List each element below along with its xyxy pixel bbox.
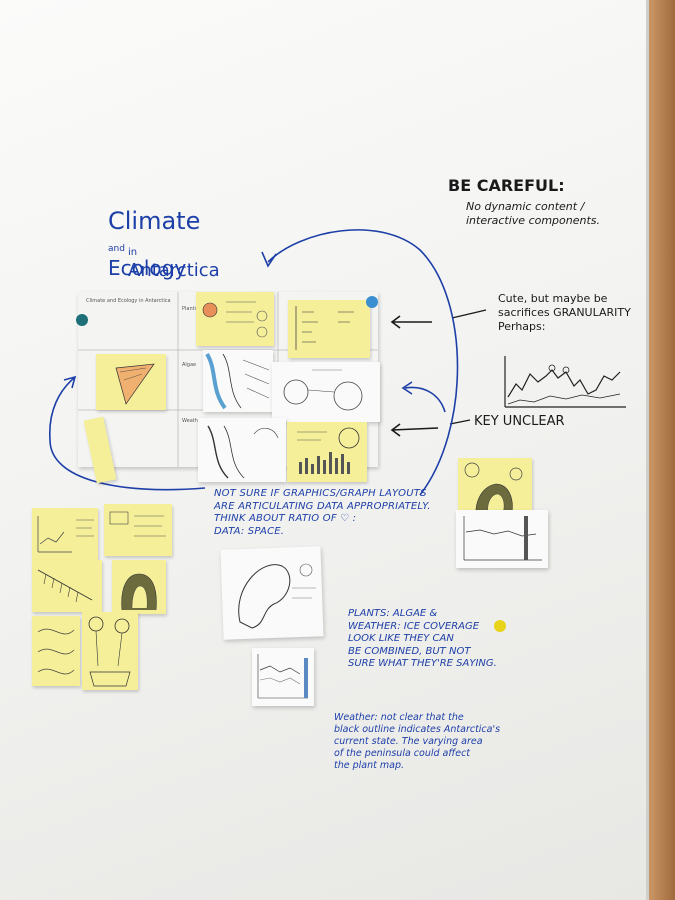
sticky-sketch-penguins xyxy=(202,301,268,338)
sticky-sketch-fern xyxy=(37,569,93,603)
title-and: and xyxy=(108,244,125,254)
sticky-sketch-text xyxy=(109,511,166,537)
title: Climate and Ecology xyxy=(108,186,200,281)
map-sketch xyxy=(205,352,270,410)
sticky-sketch-bars xyxy=(295,306,354,350)
peninsula-sketch xyxy=(207,425,279,479)
be-careful-body: No dynamic content / interactive compone… xyxy=(466,200,601,227)
plants-note: PLANTS: ALGAE & WEATHER: ICE COVERAGE LO… xyxy=(348,608,497,669)
title-in: in xyxy=(128,247,138,258)
peninsula-paper-sketch xyxy=(238,563,316,629)
sticky-sketch-curves xyxy=(37,628,75,675)
title-line2: in Antarctica xyxy=(128,220,220,283)
title-climate: Climate xyxy=(108,207,201,235)
line-chart-sketch xyxy=(463,516,542,561)
magnet xyxy=(76,314,88,326)
key-unclear-note: KEY UNCLEAR xyxy=(474,414,565,429)
sticky-sketch-u xyxy=(121,573,157,611)
title-ecology: Ecology xyxy=(108,256,187,280)
sketch-diagram-card xyxy=(272,362,380,422)
wireframe-label-algae: Algae xyxy=(182,362,197,368)
magnet xyxy=(366,296,378,308)
diagram-sketch xyxy=(283,369,363,411)
graphics-note: NOT SURE IF GRAPHICS/GRAPH LAYOUTS ARE A… xyxy=(214,488,431,537)
sketch-line-chart-card xyxy=(456,510,548,568)
sketch-peninsula-card xyxy=(198,418,286,482)
sticky-sketch-line xyxy=(37,516,94,553)
magnet xyxy=(494,620,506,632)
title-antarctica: Antarctica xyxy=(128,260,220,281)
sticky-sketch-chart xyxy=(297,427,360,474)
wireframe-label-weather: Weather xyxy=(182,418,204,424)
mini-chart-sketch xyxy=(504,356,626,408)
sticky-note xyxy=(104,504,172,556)
sticky-sketch-wedge xyxy=(115,363,155,405)
sketch-small-chart-paper xyxy=(252,648,314,706)
wireframe-label-plants: Plants xyxy=(182,306,198,312)
weather-note: Weather: not clear that the black outlin… xyxy=(334,712,501,771)
sticky-note xyxy=(288,300,370,358)
cute-note: Cute, but maybe be sacrifices GRANULARIT… xyxy=(498,292,631,333)
sticky-note xyxy=(32,508,98,560)
sticky-sketch-balloons xyxy=(88,616,131,687)
wireframe-header: Climate and Ecology in Antarctica xyxy=(86,298,171,304)
small-chart-sketch xyxy=(257,654,308,699)
be-careful-title: BE CAREFUL: xyxy=(448,176,565,195)
